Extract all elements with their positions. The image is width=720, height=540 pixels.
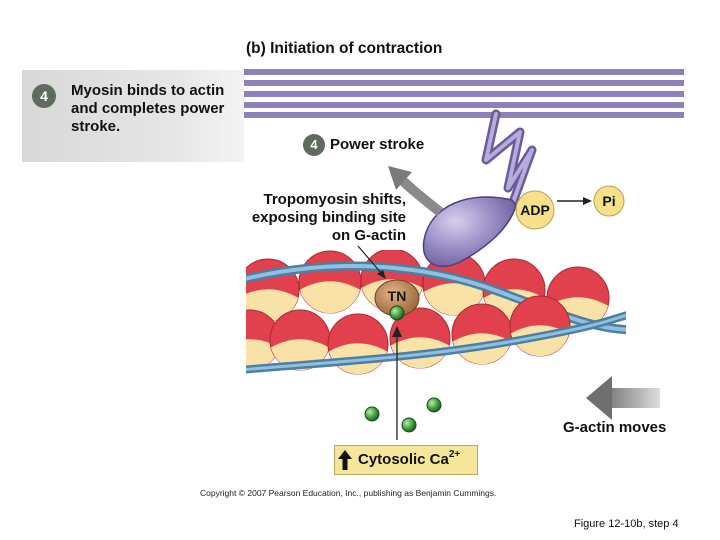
calcium-ion — [401, 417, 417, 433]
thick-filament — [244, 68, 684, 118]
g-actin-bead — [509, 295, 571, 357]
copyright-notice: Copyright © 2007 Pearson Education, Inc.… — [200, 488, 497, 498]
release-arrow-head — [583, 197, 592, 205]
actin-filament — [246, 250, 626, 375]
power-stroke-arrow — [398, 176, 444, 216]
g-actin-moves-arrow — [586, 376, 660, 420]
figure-caption: Figure 12-10b, step 4 — [574, 518, 679, 530]
tropomyosin-leader — [357, 245, 383, 275]
adp-circle — [515, 190, 555, 230]
up-arrow-icon — [338, 450, 352, 470]
step-box — [22, 70, 244, 162]
cytosolic-calcium-label: Cytosolic Ca2+ — [358, 449, 461, 468]
cytosolic-calcium-box — [334, 445, 478, 475]
g-actin-bead — [451, 303, 513, 365]
adp-label: ADP — [520, 202, 550, 218]
tropomyosin-label: Tropomyosin shifts, exposing binding sit… — [251, 191, 406, 244]
calcium-ion-bound — [389, 305, 405, 321]
step-description: Myosin binds to actin and completes powe… — [71, 82, 225, 135]
g-actin-bead — [298, 250, 362, 314]
pi-circle — [593, 185, 625, 217]
g-actin-label: G-actin moves — [563, 419, 667, 436]
calcium-ion — [364, 406, 380, 422]
myosin-head — [422, 196, 517, 268]
power-stroke-badge: 4 — [303, 134, 325, 156]
power-stroke-label: Power stroke — [330, 136, 425, 153]
calcium-charge: 2+ — [448, 449, 461, 460]
calcium-ion — [426, 397, 442, 413]
step-number-badge: 4 — [32, 84, 56, 108]
diagram-title: (b) Initiation of contraction — [246, 40, 443, 57]
pi-label: Pi — [602, 193, 615, 209]
tn-label: TN — [388, 288, 407, 304]
